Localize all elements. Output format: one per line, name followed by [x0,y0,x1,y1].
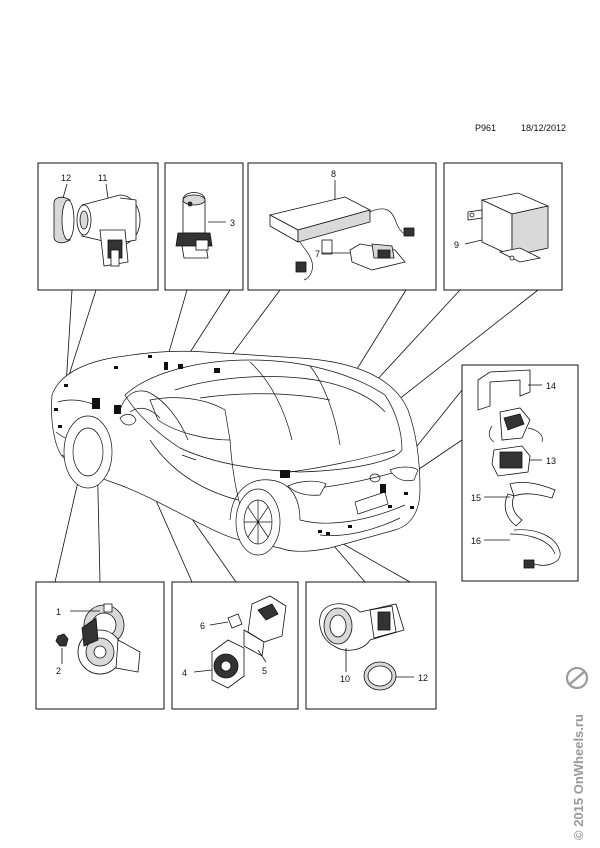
callout-16: 16 [471,536,481,546]
watermark-text: © 2015 OnWheels.ru [571,714,586,840]
page-date: 18/12/2012 [521,123,567,133]
panel-component-3: 3 [164,162,244,291]
panel-parking-sensor-front: 12 11 [37,162,159,291]
watermark: © 2015 OnWheels.ru [565,666,589,840]
panel-harness-8-7: 8 7 [247,162,437,291]
callout-5: 5 [262,666,267,676]
callout-10: 10 [340,674,350,684]
callout-6: 6 [200,621,205,631]
callout-7: 7 [315,249,320,259]
callout-2: 2 [56,666,61,676]
callout-12-rear: 12 [418,673,428,683]
panel-control-unit-9: 9 [443,162,563,291]
callout-11: 11 [98,173,107,183]
callout-1: 1 [56,607,61,617]
callout-12: 12 [61,173,71,183]
callout-3: 3 [230,218,235,228]
panel-parking-sensor-rear: 10 12 [305,581,437,710]
panel-siren-4-6: 5 6 4 [171,581,299,710]
panel-components-13-16: 14 13 15 16 [461,364,579,582]
callout-14: 14 [546,381,556,391]
car-illustration [51,350,421,556]
page-code: P961 [475,123,497,133]
callout-9: 9 [454,240,459,250]
callout-15: 15 [471,493,481,503]
callout-13: 13 [546,456,556,466]
panel-horn-1-2: 1 2 [35,581,165,710]
callout-4: 4 [182,668,187,678]
callout-8: 8 [331,169,336,179]
